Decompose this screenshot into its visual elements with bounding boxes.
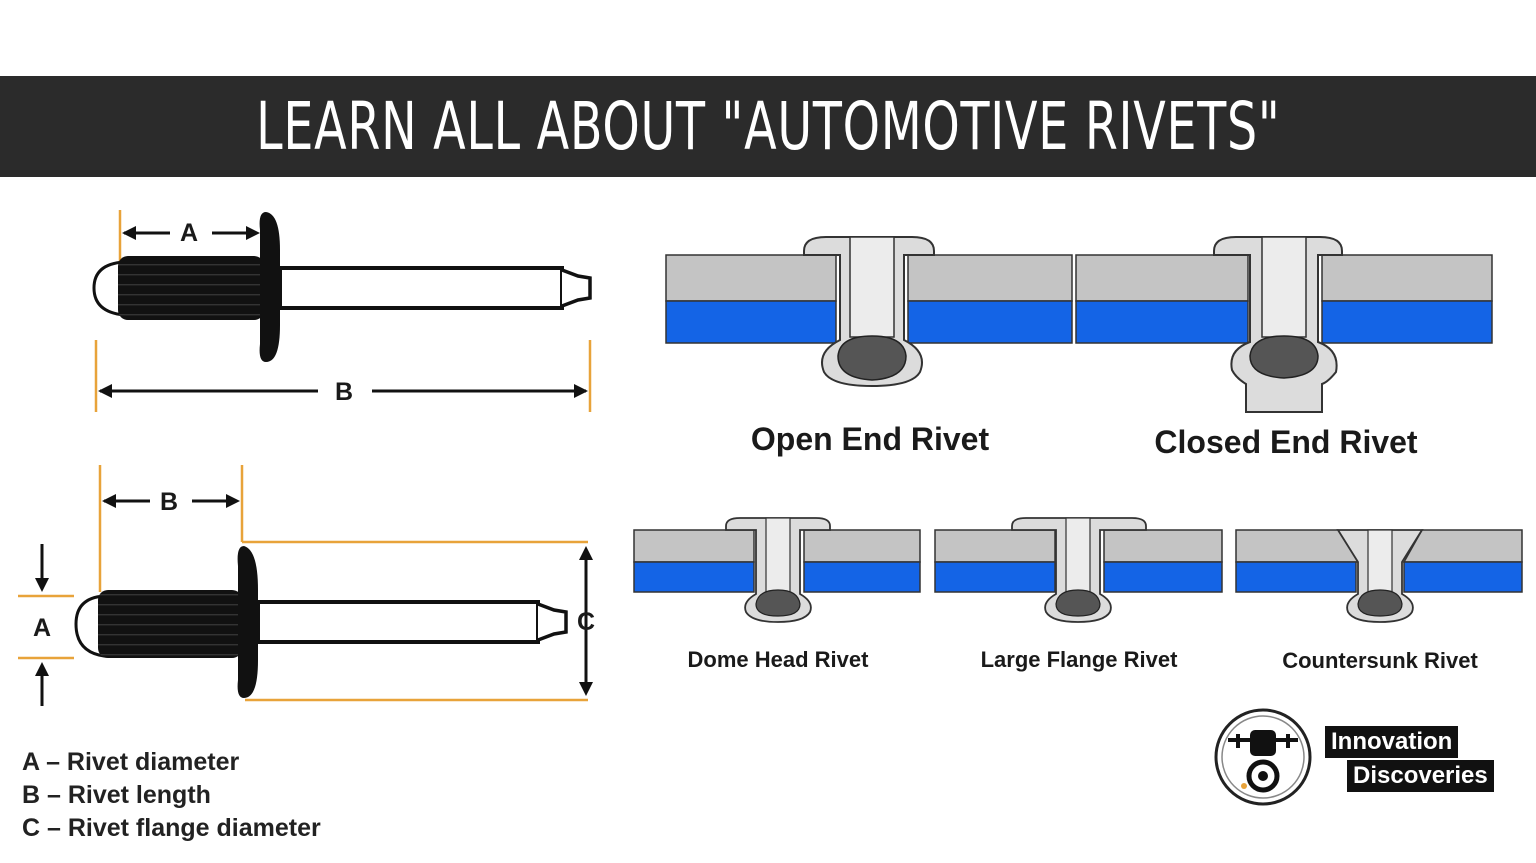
rivet-dimension-diagram-top: A B [92, 210, 592, 412]
large-flange-rivet-diagram: Large Flange Rivet [934, 517, 1223, 672]
open-end-rivet-diagram: Open End Rivet [665, 236, 1073, 457]
rivet-body [118, 256, 264, 320]
countersunk-rivet-diagram: Countersunk Rivet [1235, 529, 1523, 673]
logo-text-line1: Innovation [1325, 726, 1459, 758]
dome-head-rivet-label: Dome Head Rivet [688, 647, 870, 672]
closed-end-rivet-label: Closed End Rivet [1154, 424, 1418, 460]
title-banner: LEARN ALL ABOUT "AUTOMOTIVE RIVETS" [0, 76, 1536, 177]
legend-item: A – Rivet diameter [22, 748, 240, 776]
rivet-flange [259, 212, 280, 362]
rivet-mandrel [256, 600, 540, 644]
open-end-rivet-label: Open End Rivet [751, 421, 990, 457]
dim-label-b2: B [160, 488, 178, 516]
rivet-body [98, 590, 242, 658]
dim-label-a: A [180, 219, 198, 247]
innovation-discoveries-logo-emblem [1214, 708, 1312, 806]
dim-label-b: B [335, 378, 353, 406]
page-title: LEARN ALL ABOUT "AUTOMOTIVE RIVETS" [255, 88, 1281, 165]
dim-label-c: C [577, 608, 595, 636]
legend-item: C – Rivet flange diameter [22, 814, 321, 842]
legend-item: B – Rivet length [22, 781, 211, 809]
logo-text-line2: Discoveries [1347, 760, 1494, 792]
countersunk-rivet-label: Countersunk Rivet [1282, 648, 1478, 673]
large-flange-rivet-label: Large Flange Rivet [981, 647, 1179, 672]
dim-label-a2: A [33, 614, 51, 642]
rivet-dimension-diagram-bottom: B A C [18, 465, 595, 706]
closed-end-rivet-diagram: Closed End Rivet [1075, 236, 1493, 460]
rivet-flange [237, 546, 258, 698]
rivet-mandrel [278, 266, 564, 310]
rivet-dimension-legend: A – Rivet diameter B – Rivet length C – … [22, 746, 321, 845]
dome-head-rivet-diagram: Dome Head Rivet [633, 517, 921, 672]
